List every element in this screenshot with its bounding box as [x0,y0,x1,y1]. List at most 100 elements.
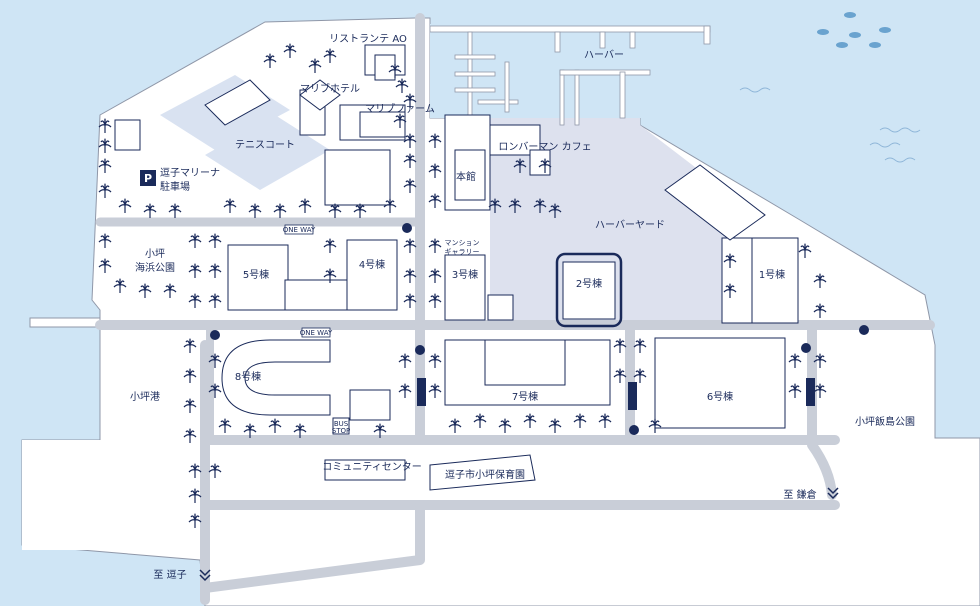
palm-icon [648,418,662,433]
palm-icon [118,198,132,213]
label-b3: 3号棟 [452,268,478,281]
svg-text:P: P [144,172,152,185]
label-b6: 6号棟 [707,390,733,403]
left-pier [29,317,101,328]
palm-icon [523,413,537,428]
label-park-2: 海浜公園 [135,261,175,274]
buildings [204,44,799,491]
palm-icon [188,513,202,528]
label-b2: 2号棟 [576,277,602,290]
palm-icon [813,353,827,368]
label-nursery: 逗子市小坪保育園 [445,468,525,481]
palm-icon [183,398,197,413]
label-harboryard: ハーバーヤード [595,219,665,231]
palm-icon [188,463,202,478]
palm-icon [633,338,647,353]
palm-icon [508,198,522,213]
highlight-building-2 [555,252,623,328]
palm-icon [98,138,112,153]
palm-icon [403,93,417,108]
palm-icon [298,198,312,213]
palm-icon [498,418,512,433]
palm-icon [723,283,737,298]
palm-icon [513,158,527,173]
label-gallery-1: マンション [445,239,480,247]
label-iijima: 小坪飯島公園 [855,415,915,428]
palm-icon [143,203,157,218]
palm-icon [488,198,502,213]
palm-icon [323,238,337,253]
palm-icon [393,113,407,128]
palm-icon [323,268,337,283]
label-tennis: テニスコート [235,140,295,151]
palm-icon [613,338,627,353]
label-to-kamakura: 至 鎌倉 [783,488,816,501]
lower-left-land [22,440,202,550]
direction-arrows [199,378,839,582]
palm-icon [98,233,112,248]
label-parking-2: 駐車場 [160,180,190,193]
label-ristorante: リストランテ AO [329,33,407,45]
palm-icon [473,413,487,428]
palm-icon [273,203,287,218]
palm-icon [188,263,202,278]
bus-stop-sign [332,417,350,435]
palm-icon [283,43,297,58]
label-honkan: 本館 [456,170,476,183]
palm-icon [723,253,737,268]
palm-icon [813,303,827,318]
palm-icon [188,293,202,308]
label-hotel: マリブホテル [300,82,360,95]
palm-icon [813,383,827,398]
palm-icon [428,383,442,398]
palm-icon [533,198,547,213]
parking-icon: P [140,170,156,186]
palm-icon [398,383,412,398]
label-bus-2: STOP [332,427,350,435]
label-one-way-1: ONE WAY [283,226,316,234]
wave-icon [739,87,921,163]
palm-icon [328,203,342,218]
palm-icon [395,78,409,93]
palm-icon [398,353,412,368]
label-to-zushi: 至 逗子 [153,569,186,581]
no-entry-signs [210,223,869,435]
parking-structure [114,119,141,151]
palm-icon [208,353,222,368]
label-ronbaman: ロンバーマン カフェ [498,141,591,153]
palm-icon [113,278,127,293]
palm-icon [243,423,257,438]
palm-icon [208,383,222,398]
palm-icon [218,418,232,433]
palm-icon [633,368,647,383]
palm-icon [403,133,417,148]
palm-icon [548,203,562,218]
palm-icon [268,418,282,433]
palm-icon [308,58,322,73]
palm-icon [448,418,462,433]
palm-icon [223,198,237,213]
label-community: コミュニティセンター [322,461,421,473]
label-b8: 8号棟 [235,370,261,383]
palm-icon [813,273,827,288]
palm-icon [98,183,112,198]
palm-icon [428,133,442,148]
palm-icon [383,198,397,213]
palm-icon [323,48,337,63]
palm-icon [138,283,152,298]
palm-icon [428,193,442,208]
label-park-1: 小坪 [145,247,165,260]
palm-icon [208,463,222,478]
palm-icon [208,263,222,278]
harbor-piers [429,25,711,126]
palm-icon [163,283,177,298]
label-one-way-2: ONE WAY [300,329,333,337]
palm-icon [403,153,417,168]
label-b7: 7号棟 [512,390,538,403]
roads [95,13,935,605]
palm-icon [188,233,202,248]
palm-icon [403,238,417,253]
palm-icon [428,238,442,253]
